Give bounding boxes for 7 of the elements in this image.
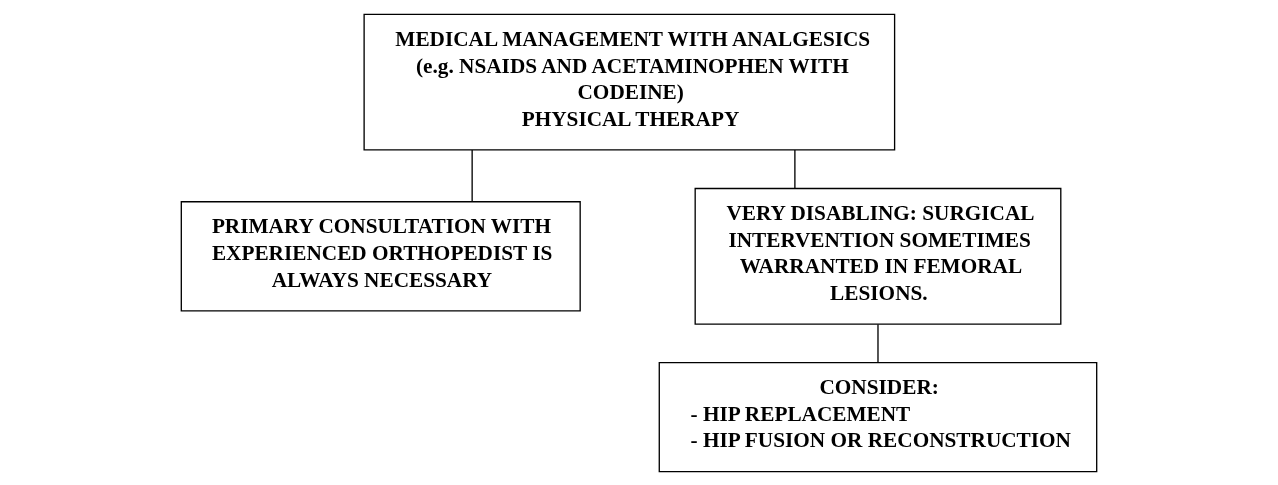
node-box: VERY DISABLING: SURGICAL INTERVENTION SOMETIMES WARRANTED IN FEMORAL LESIONS. (694, 187, 1062, 325)
connector (794, 148, 796, 189)
connector (877, 323, 879, 363)
node-box: CONSIDER: - HIP REPLACEMENT - HIP FUSION OR RECONSTRUCTION (658, 361, 1098, 472)
node-box: PRIMARY CONSULTATION WITH EXPERIENCED ORTHOPEDIST IS ALWAYS NECESSARY (180, 200, 581, 311)
connector (471, 148, 473, 202)
node-box: MEDICAL MANAGEMENT WITH ANALGESICS (e.g. NSAIDS AND ACETAMINOPHEN WITH CODEINE) PHYSICAL THERAPY (363, 13, 896, 151)
